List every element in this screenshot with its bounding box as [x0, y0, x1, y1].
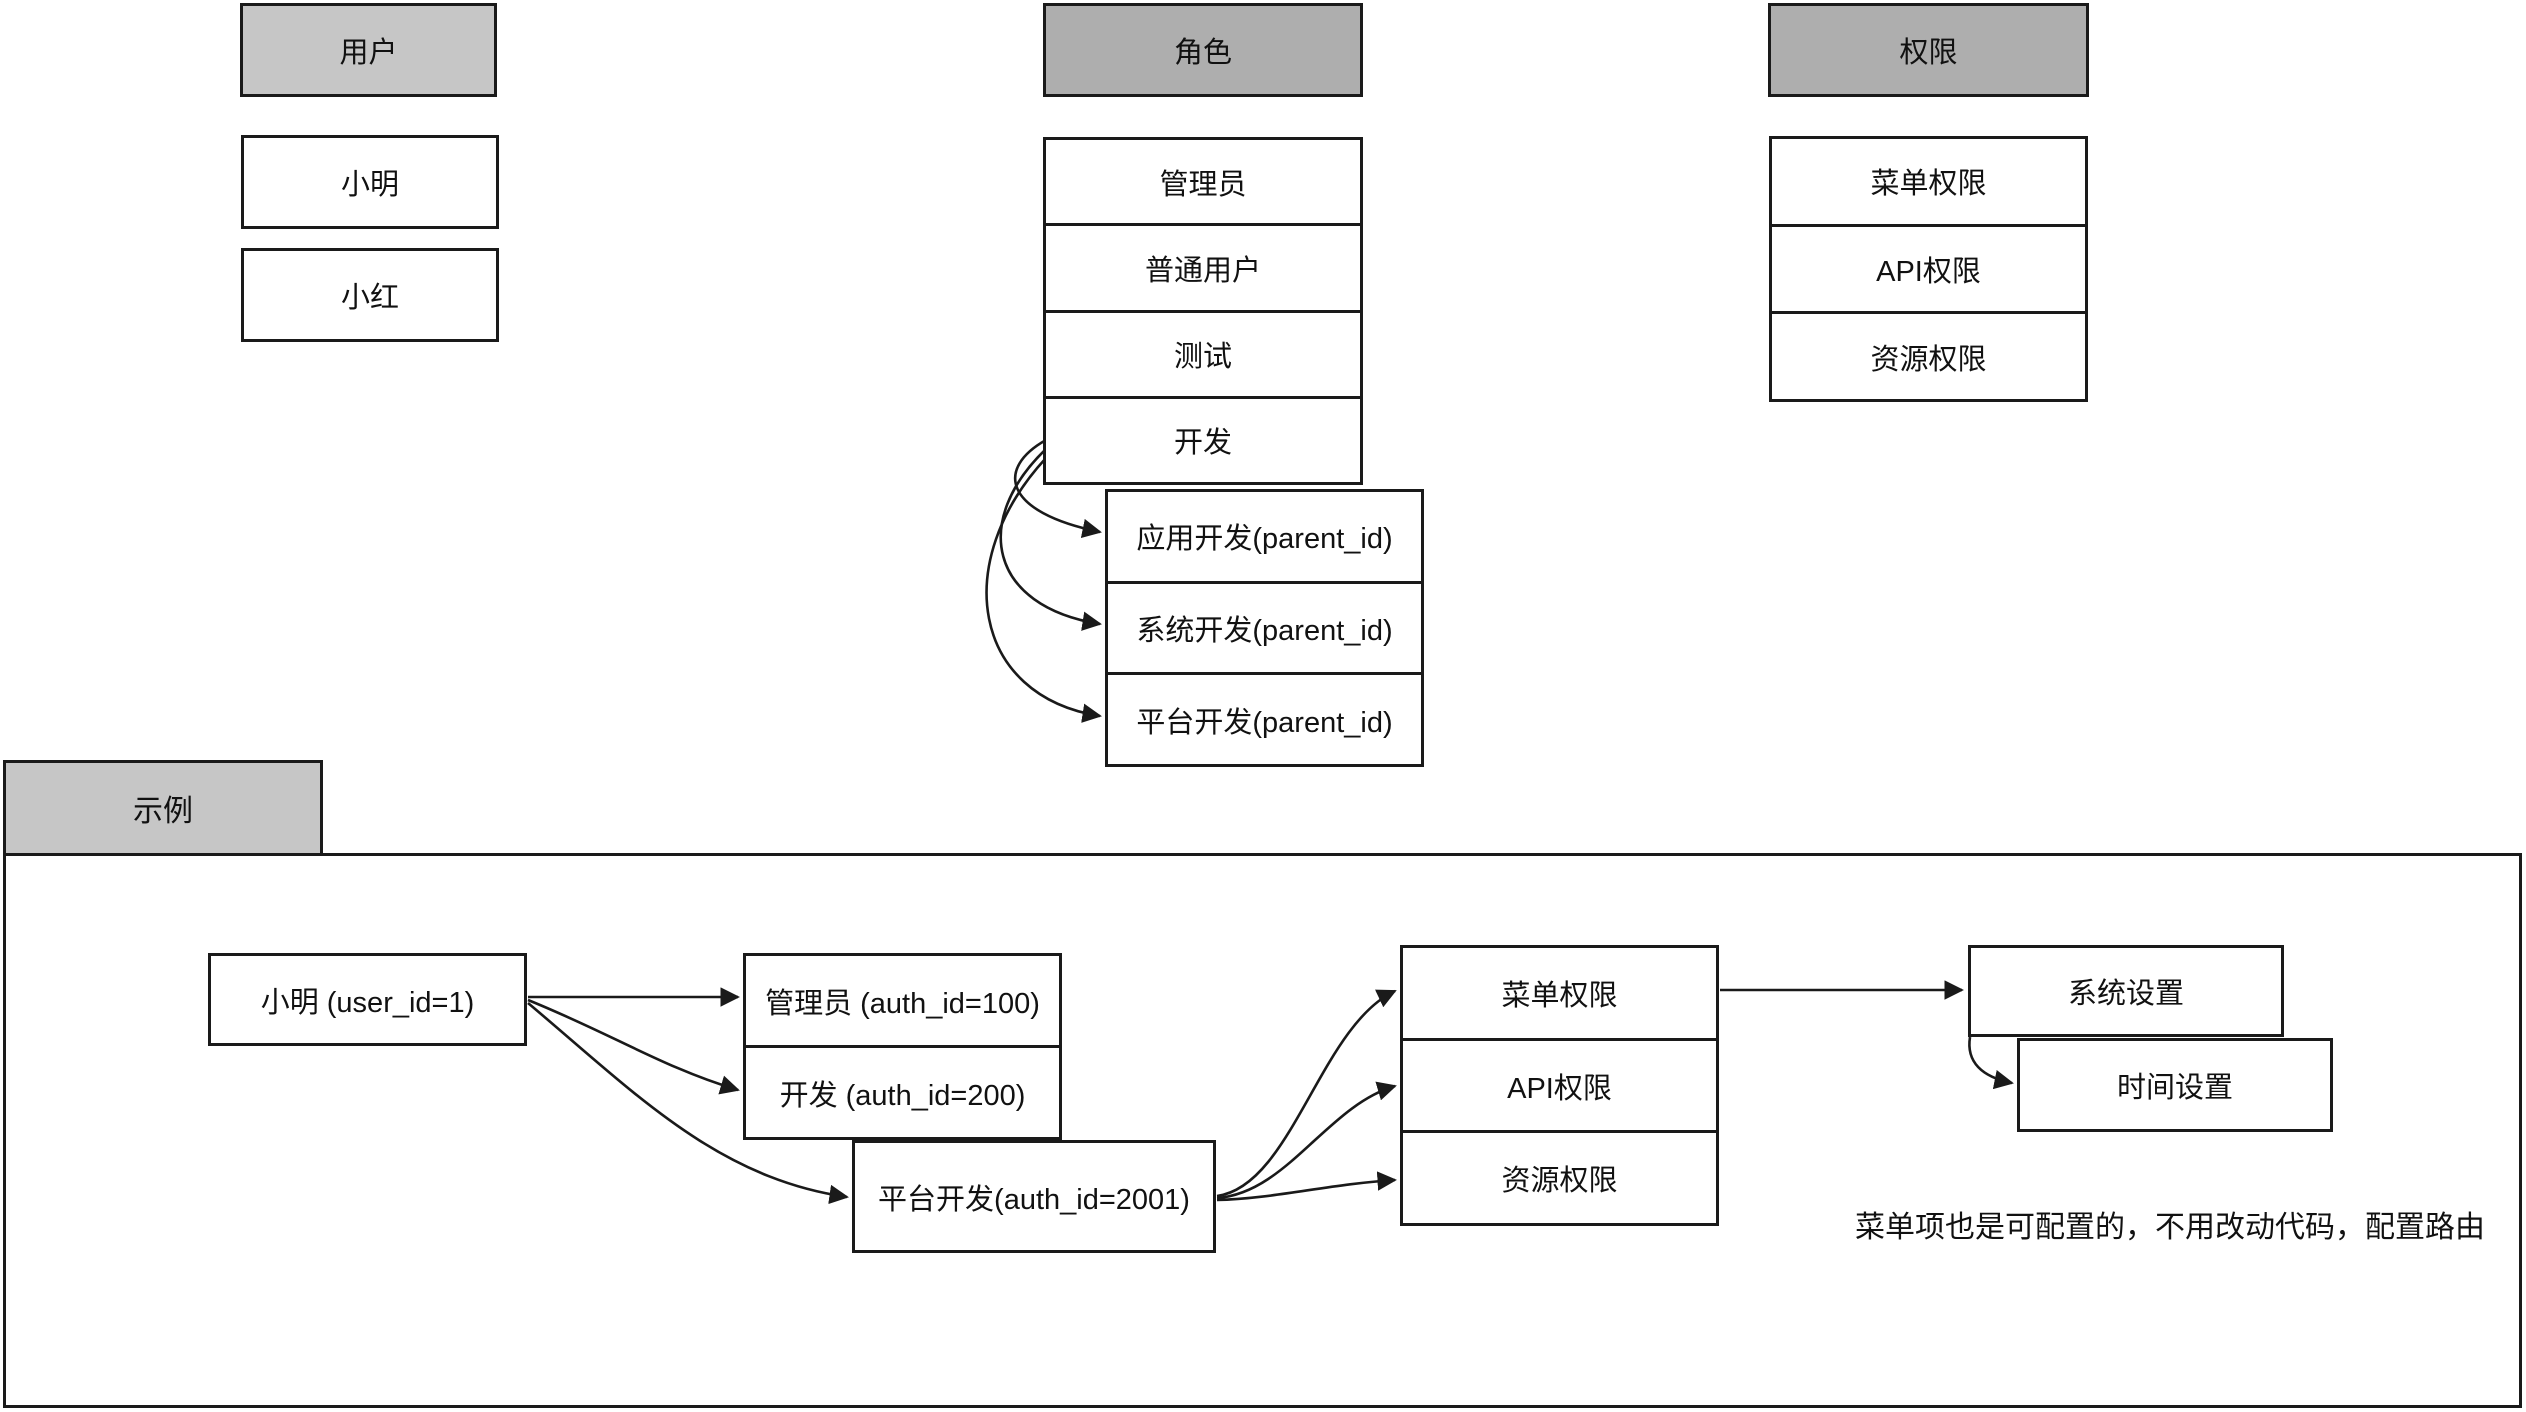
node-subrole-app-dev: 应用开发(parent_id) [1108, 492, 1421, 581]
roles-header-label: 角色 [1173, 37, 1232, 69]
node-user-xiaohong: 小红 [241, 248, 499, 342]
example-tab-label: 示例 [133, 795, 193, 828]
permissions-header-label: 权限 [1899, 37, 1958, 69]
subrole-label: 平台开发(parent_id) [1136, 706, 1393, 739]
roles-column-header: 角色 [1043, 3, 1363, 97]
node-example-user: 小明 (user_id=1) [208, 953, 527, 1046]
users-column-header: 用户 [240, 3, 497, 97]
perm-label: API权限 [1876, 256, 1981, 288]
example-tab: 示例 [3, 760, 323, 856]
node-perm-resource: 资源权限 [1772, 311, 2085, 399]
node-example-menu-time-settings: 时间设置 [2017, 1038, 2333, 1132]
permissions-stack: 菜单权限 API权限 资源权限 [1769, 136, 2088, 402]
example-permissions-stack: 菜单权限 API权限 资源权限 [1400, 945, 1719, 1226]
node-example-role-dev: 开发 (auth_id=200) [746, 1045, 1059, 1137]
node-example-role-admin: 管理员 (auth_id=100) [746, 956, 1059, 1045]
role-label: 普通用户 [1144, 254, 1261, 287]
perm-label: 菜单权限 [1870, 168, 1987, 201]
user-label: 小明 [340, 169, 399, 201]
node-example-perm-api: API权限 [1403, 1037, 1716, 1131]
node-example-platform-dev: 平台开发(auth_id=2001) [852, 1140, 1216, 1253]
permissions-column-header: 权限 [1768, 3, 2089, 97]
node-role-dev: 开发 [1046, 395, 1360, 482]
arrow-dev-to-platform-dev [985, 457, 1102, 723]
example-menu-label: 系统设置 [2067, 978, 2184, 1010]
node-perm-api: API权限 [1772, 223, 2085, 312]
user-label: 小红 [340, 282, 399, 314]
example-note: 菜单项也是可配置的，不用改动代码，配置路由 [1855, 1211, 2485, 1244]
subrole-label: 应用开发(parent_id) [1136, 523, 1393, 556]
node-subrole-system-dev: 系统开发(parent_id) [1108, 580, 1421, 673]
example-perm-label: API权限 [1507, 1072, 1612, 1105]
example-menu-label: 时间设置 [2116, 1072, 2233, 1104]
subrole-label: 系统开发(parent_id) [1136, 615, 1393, 647]
users-header-label: 用户 [339, 37, 398, 69]
node-role-normal-user: 普通用户 [1046, 223, 1360, 309]
example-roles-stack: 管理员 (auth_id=100) 开发 (auth_id=200) [743, 953, 1062, 1140]
node-example-menu-system-settings: 系统设置 [1968, 945, 2284, 1037]
example-perm-label: 资源权限 [1501, 1165, 1618, 1198]
example-platform-label: 平台开发(auth_id=2001) [878, 1183, 1190, 1216]
example-user-label: 小明 (user_id=1) [260, 986, 475, 1019]
role-label: 开发 [1173, 427, 1232, 460]
node-role-admin: 管理员 [1046, 140, 1360, 223]
node-example-perm-menu: 菜单权限 [1403, 948, 1716, 1038]
role-label: 测试 [1173, 341, 1232, 374]
example-role-label: 开发 (auth_id=200) [779, 1079, 1026, 1112]
example-perm-label: 菜单权限 [1501, 979, 1618, 1012]
node-subrole-platform-dev: 平台开发(parent_id) [1108, 672, 1421, 764]
perm-label: 资源权限 [1870, 343, 1987, 376]
example-role-label: 管理员 (auth_id=100) [765, 987, 1040, 1020]
node-example-perm-resource: 资源权限 [1403, 1130, 1716, 1223]
roles-stack: 管理员 普通用户 测试 开发 [1043, 137, 1363, 485]
node-perm-menu: 菜单权限 [1772, 139, 2085, 224]
node-user-xiaoming: 小明 [241, 135, 499, 229]
role-label: 管理员 [1159, 168, 1247, 201]
dev-sub-roles-stack: 应用开发(parent_id) 系统开发(parent_id) 平台开发(par… [1105, 489, 1424, 767]
node-role-test: 测试 [1046, 309, 1360, 396]
